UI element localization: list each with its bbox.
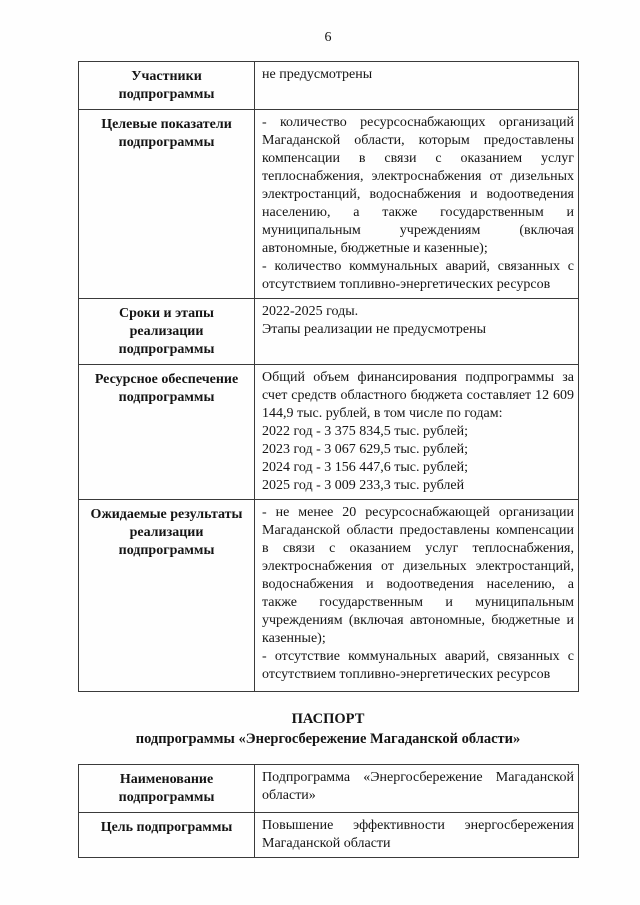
table-row: Наименование подпрограммы Подпрограмма «… — [78, 764, 579, 813]
passport-subheading: подпрограммы «Энергосбережение Магаданск… — [135, 731, 521, 747]
row-value-subprogram-name: Подпрограмма «Энергосбережение Магаданск… — [254, 764, 579, 813]
table-row: Цель подпрограммы Повышение эффективност… — [78, 812, 579, 858]
row-value-expected-results: - не менее 20 ресурсоснабжающей организа… — [254, 499, 579, 692]
table-row: Целевые показатели подпрограммы - количе… — [78, 109, 579, 299]
row-label-resources: Ресурсное обеспечение подпрограммы — [78, 364, 255, 500]
energy-saving-passport-table: Наименование подпрограммы Подпрограмма «… — [78, 764, 579, 858]
row-value-participants: не предусмотрены — [254, 61, 579, 110]
subprogram-passport-table: Участники подпрограммы не предусмотрены … — [78, 61, 579, 692]
table-row: Ресурсное обеспечение подпрограммы Общий… — [78, 364, 579, 500]
page-number: 6 — [324, 30, 332, 45]
row-label-terms-stages: Сроки и этапы реализации подпрограммы — [78, 298, 255, 365]
row-value-resources: Общий объем финансирования подпрограммы … — [254, 364, 579, 500]
passport-heading: ПАСПОРТ — [291, 711, 365, 727]
row-label-subprogram-goal: Цель подпрограммы — [78, 812, 255, 858]
row-label-expected-results: Ожидаемые результаты реализации подпрогр… — [78, 499, 255, 692]
row-label-subprogram-name: Наименование подпрограммы — [78, 764, 255, 813]
row-label-participants: Участники подпрограммы — [78, 61, 255, 110]
row-value-subprogram-goal: Повышение эффективности энергосбережения… — [254, 812, 579, 858]
table-row: Сроки и этапы реализации подпрограммы 20… — [78, 298, 579, 365]
row-value-terms-stages: 2022-2025 годы. Этапы реализации не пред… — [254, 298, 579, 365]
table-row: Участники подпрограммы не предусмотрены — [78, 61, 579, 110]
table-row: Ожидаемые результаты реализации подпрогр… — [78, 499, 579, 692]
row-label-target-indicators: Целевые показатели подпрограммы — [78, 109, 255, 299]
passport-heading-block: ПАСПОРТ подпрограммы «Энергосбережение М… — [78, 709, 578, 749]
row-value-target-indicators: - количество ресурсоснабжающих организац… — [254, 109, 579, 299]
content-column: 6 Участники подпрограммы не предусмотрен… — [78, 29, 579, 858]
